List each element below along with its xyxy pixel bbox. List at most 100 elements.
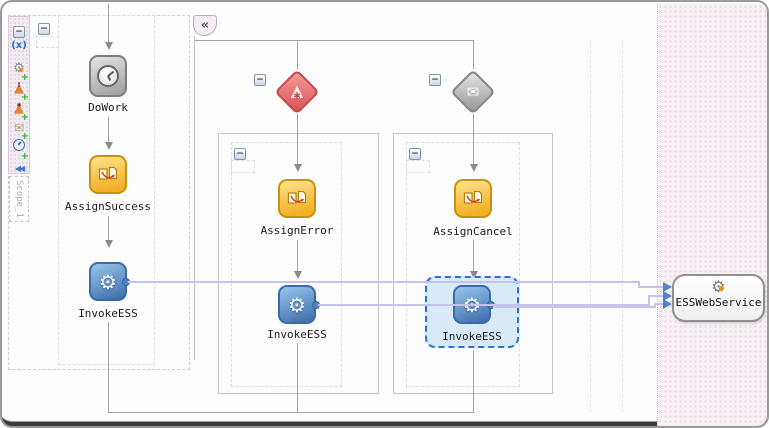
flow-arrowhead — [470, 164, 478, 172]
flow-arrowhead — [294, 164, 302, 172]
flow-arrowhead — [105, 142, 113, 150]
onmessage-collapse-button[interactable]: − — [429, 74, 441, 86]
onmessage-event-node[interactable]: ✉ — [450, 69, 496, 115]
connector-arrowhead — [663, 291, 672, 301]
partner-connector — [648, 295, 650, 306]
partner-connector[interactable] — [128, 281, 640, 283]
rewind-icon: ◀◀ — [14, 164, 25, 173]
clock-icon — [13, 139, 25, 151]
warning-triangle-icon: ▲ — [14, 101, 24, 116]
onmessage-sequence-collapse-button[interactable]: − — [409, 148, 421, 160]
warning-triangle-icon: ▲ — [14, 81, 24, 96]
plus-badge: + — [20, 112, 29, 123]
activity-dowork[interactable] — [89, 55, 127, 97]
partnerlink-esswebservice[interactable]: ⚙ ESSWebService — [672, 274, 765, 322]
gear-icon: ⚙ — [99, 270, 117, 294]
activity-label: AssignCancel — [433, 225, 513, 238]
flow-line — [473, 40, 474, 69]
flow-line — [297, 343, 298, 412]
flow-line — [108, 322, 109, 412]
activity-assignerror[interactable] — [278, 179, 316, 218]
assign-icon — [463, 190, 483, 204]
layout-guide-line — [622, 40, 623, 412]
activity-label: AssignSuccess — [64, 200, 152, 213]
flow-line — [473, 114, 474, 164]
activity-label: InvokeESS — [78, 307, 138, 320]
plus-badge: + — [20, 151, 29, 162]
properties-gear-icon[interactable]: ⚙ — [9, 57, 29, 76]
gear-dot — [719, 286, 725, 291]
flow-line — [108, 117, 109, 142]
assign-icon — [287, 190, 307, 204]
flow-line — [108, 412, 474, 413]
flow-arrowhead — [105, 240, 113, 248]
asterisk-overlay: ∗ — [16, 101, 22, 109]
assign-icon — [98, 166, 118, 180]
plus-badge: + — [20, 72, 29, 83]
partner-links-swimlane — [657, 4, 767, 426]
catchall-event-node[interactable]: ▲∗ — [274, 69, 320, 115]
plus-badge: + — [20, 92, 29, 103]
gear-icon: ⚙ — [288, 293, 306, 317]
connector-arrowhead — [663, 282, 672, 292]
activity-invokeess-catch[interactable]: ⚙ — [278, 285, 316, 324]
variables-icon[interactable]: (x) — [11, 40, 27, 51]
flow-arrowhead — [470, 271, 478, 279]
scope-name-tab[interactable]: Scope_1 — [9, 176, 29, 222]
activity-label: InvokeESS — [267, 328, 327, 341]
activity-label: InvokeESS — [442, 330, 502, 343]
asterisk-overlay: ∗ — [292, 89, 302, 102]
flow-line — [473, 240, 474, 271]
sequence-cell — [36, 36, 59, 48]
sequence-cell — [406, 160, 430, 173]
envelope-icon: ✉ — [466, 83, 480, 101]
service-gear-icon: ⚙ — [711, 278, 725, 296]
activity-label: AssignError — [260, 224, 334, 237]
add-compensation-icon[interactable]: ◀◀ + — [9, 152, 29, 175]
partner-connector — [654, 303, 664, 305]
connector-arrowhead — [663, 299, 672, 309]
add-onmessage-icon[interactable]: ✉+ — [9, 113, 29, 136]
partner-connector — [648, 295, 664, 297]
partnerlink-label: ESSWebService — [675, 296, 762, 309]
activity-assignsuccess[interactable] — [89, 155, 127, 194]
partner-connector[interactable] — [318, 304, 650, 306]
activity-assigncancel[interactable] — [454, 179, 492, 218]
collapse-pane-tab[interactable]: « — [193, 15, 217, 36]
add-catchall-icon[interactable]: ▲∗+ — [9, 93, 29, 116]
catch-branch-box — [218, 133, 379, 394]
catchall-triangle-icon: ▲ — [290, 81, 304, 100]
flow-line — [297, 240, 298, 271]
flow-arrowhead — [105, 42, 113, 50]
add-onalarm-icon[interactable]: + — [9, 132, 29, 155]
sequence-box-main — [58, 15, 155, 365]
catch-sequence-box — [231, 142, 342, 387]
flow-region-edge — [194, 36, 195, 360]
flow-arrowhead — [294, 271, 302, 279]
partner-connector — [654, 303, 656, 308]
clock-icon — [97, 65, 119, 87]
exclaim-overlay: ! — [17, 81, 21, 89]
flow-line — [108, 4, 109, 42]
activity-label: DoWork — [88, 101, 128, 114]
plus-badge: + — [20, 131, 29, 142]
add-catch-icon[interactable]: ▲!+ — [9, 73, 29, 96]
layout-guide-line — [590, 40, 591, 412]
sequence-cell — [231, 160, 255, 173]
catch-collapse-button[interactable]: − — [254, 74, 266, 86]
partner-connector — [638, 281, 640, 288]
flow-line — [297, 40, 298, 69]
catch-sequence-collapse-button[interactable]: − — [234, 148, 246, 160]
partner-connector[interactable] — [493, 306, 656, 308]
flow-line — [108, 216, 109, 240]
gear-dot — [19, 68, 24, 72]
flow-line — [194, 40, 474, 41]
gear-icon: ⚙ — [13, 62, 25, 76]
flow-line — [297, 114, 298, 164]
envelope-icon: ✉ — [13, 121, 25, 135]
scope-collapse-button[interactable]: − — [13, 26, 25, 38]
sequence-collapse-button[interactable]: − — [38, 23, 50, 35]
onmessage-sequence-box — [406, 142, 520, 387]
scope-icon-rail: − (x) ⚙ ▲!+ ▲∗+ ✉+ + ◀◀+ — [8, 16, 30, 174]
